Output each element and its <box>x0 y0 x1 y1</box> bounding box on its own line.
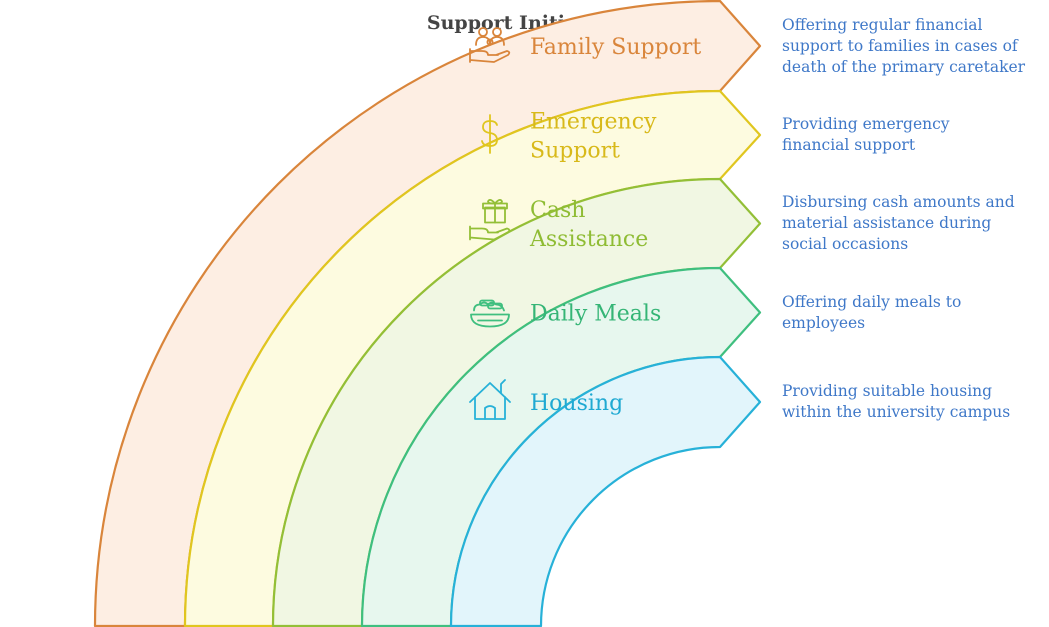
description-line: death of the primary caretaker <box>782 57 1026 76</box>
band-label: Assistance <box>529 227 648 252</box>
description-line: social occasions <box>782 235 909 253</box>
band-description: Offering daily meals to employees <box>782 292 961 334</box>
description-line: Providing suitable housing <box>782 382 993 400</box>
band-label: Family Support <box>530 35 701 60</box>
description-line: material assistance during <box>782 214 992 232</box>
band-label: Emergency <box>530 110 657 135</box>
gift-hand-icon <box>469 199 511 241</box>
dollar-icon <box>481 114 498 154</box>
band-label: Cash <box>530 198 585 223</box>
house-icon <box>469 379 511 420</box>
band-label: Support <box>530 139 620 164</box>
description-line: Offering regular financial <box>782 15 983 34</box>
description-line: Providing emergency <box>782 115 950 133</box>
description-line: financial support <box>782 136 916 154</box>
icons-layer <box>469 27 511 420</box>
band-description: Providing emergency financial support <box>782 114 950 156</box>
band-5 <box>449 355 762 627</box>
band-description: Offering regular financial support to fam… <box>782 15 1025 78</box>
description-line: within the university campus <box>782 403 1011 421</box>
band-label: Daily Meals <box>530 302 661 327</box>
family-hand-icon <box>469 27 511 63</box>
band-description: Disbursing cash amounts and material assi… <box>782 192 1015 255</box>
description-line: Offering daily meals to <box>782 292 962 311</box>
band-label: Housing <box>530 391 623 416</box>
bands-layer <box>93 0 762 627</box>
description-line: employees <box>782 313 866 332</box>
description-line: Disbursing cash amounts and <box>782 193 1015 211</box>
description-line: support to families in cases of <box>782 36 1018 55</box>
labels-layer: Family SupportEmergencySupportCashAssist… <box>529 35 701 416</box>
band-description: Providing suitable housing within the uni… <box>782 381 1010 423</box>
food-bowl-icon <box>470 299 510 328</box>
